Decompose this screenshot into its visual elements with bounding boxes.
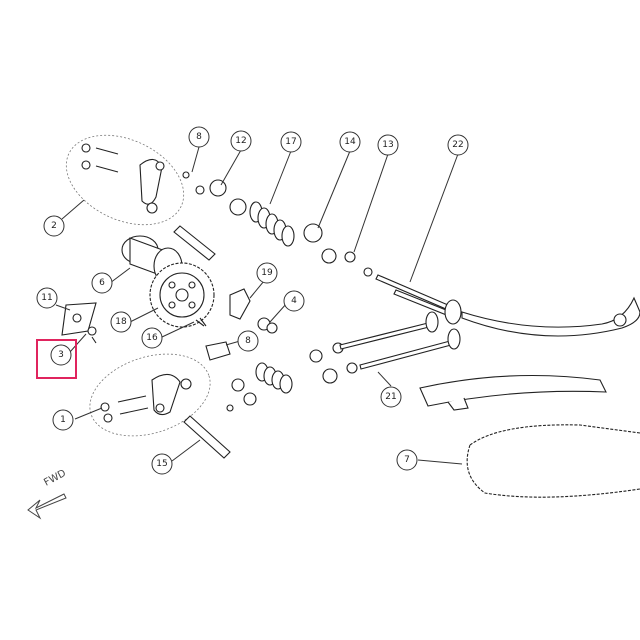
callout-c19: 19 xyxy=(256,262,278,284)
callout-c6: 6 xyxy=(91,272,113,294)
fwd-label: FWD xyxy=(42,468,68,489)
rocker-arm-top xyxy=(81,143,165,214)
callout-label: 21 xyxy=(385,392,396,402)
callout-c12: 12 xyxy=(230,130,252,152)
callout-label: 4 xyxy=(291,296,297,306)
valve-springs-upper xyxy=(209,179,373,277)
callout-label: 19 xyxy=(261,268,273,278)
callout-label: 11 xyxy=(41,293,52,303)
rocker-shaft-top xyxy=(173,171,216,261)
callout-c2: 2 xyxy=(43,215,65,237)
callout-c18: 18 xyxy=(110,311,132,333)
rocker-arm-center xyxy=(195,288,278,334)
chain-guide xyxy=(419,374,607,411)
callout-c8b: 8 xyxy=(237,330,259,352)
leader-lines xyxy=(55,146,463,465)
callout-label: 15 xyxy=(156,459,167,469)
callout-label: 6 xyxy=(99,278,105,288)
callout-label: 8 xyxy=(196,132,202,142)
rocker-group-bottom-outline xyxy=(89,353,211,437)
highlight-box xyxy=(36,339,77,379)
callout-label: 14 xyxy=(344,137,356,147)
callout-c8a: 8 xyxy=(188,126,210,148)
callout-c15: 15 xyxy=(151,453,173,475)
callout-label: 13 xyxy=(382,140,393,150)
callout-label: 3 xyxy=(58,350,64,360)
callout-label: 17 xyxy=(285,137,296,147)
callout-c3: 3 xyxy=(36,339,77,379)
rocker-shaft-bottom xyxy=(183,415,231,459)
callout-c14: 14 xyxy=(339,131,361,153)
tensioner-arm xyxy=(461,296,640,337)
callout-c1: 1 xyxy=(52,409,74,431)
rocker-group-top-outline xyxy=(65,134,185,226)
callout-c7: 7 xyxy=(396,449,418,471)
callout-label: 22 xyxy=(452,140,463,150)
callout-label: 12 xyxy=(235,136,246,146)
callout-c21: 21 xyxy=(380,386,402,408)
timing-chain xyxy=(466,424,640,498)
callout-label: 2 xyxy=(51,221,57,231)
valve-springs-lower xyxy=(205,341,358,412)
callout-c13: 13 xyxy=(377,134,399,156)
cam-sprocket xyxy=(149,262,215,328)
callout-label: 7 xyxy=(404,455,410,465)
callout-c4: 4 xyxy=(283,290,305,312)
callout-c16: 16 xyxy=(141,327,163,349)
callout-c11: 11 xyxy=(36,287,58,309)
callout-label: 8 xyxy=(245,336,251,346)
callout-label: 18 xyxy=(115,317,127,327)
callout-label: 1 xyxy=(60,415,66,425)
valve-lower xyxy=(339,311,461,370)
callout-label: 16 xyxy=(146,333,158,343)
valve-upper xyxy=(375,274,462,325)
shim-plate xyxy=(61,302,97,344)
fwd-arrow-icon: FWD xyxy=(27,468,68,520)
rocker-arm-bottom xyxy=(100,373,192,423)
callout-c22: 22 xyxy=(447,134,469,156)
callout-c17: 17 xyxy=(280,131,302,153)
